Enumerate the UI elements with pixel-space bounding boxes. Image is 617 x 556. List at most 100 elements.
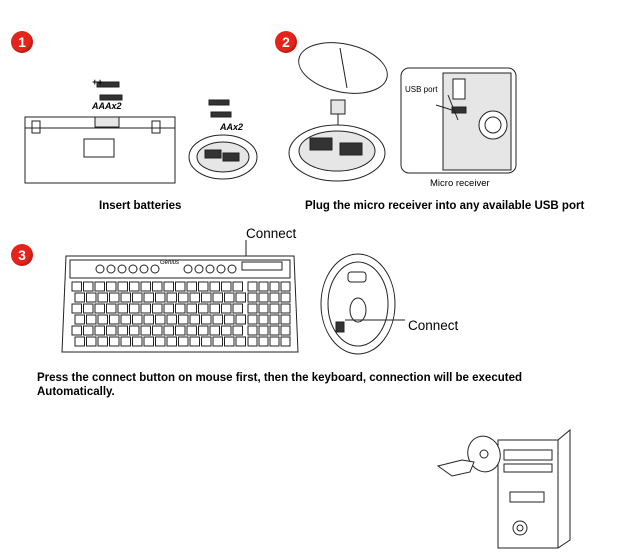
keyboard-key bbox=[144, 337, 154, 346]
keyboard-key bbox=[95, 326, 105, 335]
keyboard-key bbox=[176, 304, 186, 313]
keyboard-numpad-key bbox=[270, 326, 279, 335]
step-1-badge: 1 bbox=[11, 31, 33, 53]
keyboard-key bbox=[141, 304, 151, 313]
keyboard-key bbox=[75, 337, 85, 346]
keyboard-key bbox=[84, 326, 94, 335]
keyboard-key bbox=[233, 282, 243, 291]
mouse-connect-pointer bbox=[345, 318, 407, 324]
keyboard-key bbox=[141, 326, 151, 335]
keyboard-key bbox=[98, 337, 108, 346]
keyboard-numpad-key bbox=[248, 337, 257, 346]
keyboard-key bbox=[87, 315, 97, 324]
keyboard-numpad-key bbox=[281, 315, 290, 324]
keyboard-battery-illustration bbox=[22, 75, 182, 190]
keyboard-numpad-key bbox=[270, 282, 279, 291]
keyboard-key bbox=[236, 337, 246, 346]
keyboard-key bbox=[190, 337, 200, 346]
keyboard-hotkey bbox=[206, 265, 214, 273]
keyboard-key bbox=[236, 293, 246, 302]
keyboard-key bbox=[199, 304, 209, 313]
keyboard-key bbox=[222, 282, 232, 291]
keyboard-hotkey bbox=[140, 265, 148, 273]
keyboard-numpad-key bbox=[281, 282, 290, 291]
usb-port-label: USB port bbox=[405, 85, 437, 94]
keyboard-key bbox=[187, 282, 197, 291]
keyboard-numpad-key bbox=[259, 337, 268, 346]
keyboard-key bbox=[202, 337, 212, 346]
keyboard-battery-label: AAAx2 bbox=[92, 101, 122, 111]
keyboard-hotkey bbox=[118, 265, 126, 273]
keyboard-key bbox=[164, 326, 174, 335]
keyboard-key bbox=[233, 326, 243, 335]
keyboard-key bbox=[153, 326, 163, 335]
keyboard-key bbox=[167, 337, 177, 346]
keyboard-key bbox=[144, 315, 154, 324]
keyboard-key bbox=[75, 315, 85, 324]
keyboard-hotkey bbox=[184, 265, 192, 273]
keyboard-key bbox=[210, 326, 220, 335]
keyboard-key bbox=[153, 282, 163, 291]
keyboard-key bbox=[156, 293, 166, 302]
keyboard-hotkey bbox=[107, 265, 115, 273]
keyboard-numpad-key bbox=[281, 304, 290, 313]
keyboard-key bbox=[87, 337, 97, 346]
keyboard-key bbox=[164, 304, 174, 313]
keyboard-numpad-key bbox=[270, 337, 279, 346]
keyboard-numpad-key bbox=[259, 282, 268, 291]
keyboard-key bbox=[176, 326, 186, 335]
mouse-connect-label: Connect bbox=[408, 318, 458, 333]
keyboard-key bbox=[213, 315, 223, 324]
step-3-badge: 3 bbox=[11, 244, 33, 266]
keyboard-key bbox=[153, 304, 163, 313]
keyboard-hotkey bbox=[217, 265, 225, 273]
keyboard-key bbox=[118, 304, 128, 313]
keyboard-key bbox=[72, 326, 82, 335]
keyboard-key bbox=[225, 337, 235, 346]
keyboard-key bbox=[222, 326, 232, 335]
keyboard-numpad-key bbox=[248, 293, 257, 302]
pc-back-panel-illustration bbox=[398, 65, 520, 180]
keyboard-key bbox=[84, 282, 94, 291]
keyboard-key bbox=[107, 282, 117, 291]
keyboard-hotkey bbox=[195, 265, 203, 273]
keyboard-key bbox=[190, 293, 200, 302]
keyboard-key bbox=[98, 293, 108, 302]
keyboard-numpad-key bbox=[248, 304, 257, 313]
keyboard-key bbox=[84, 304, 94, 313]
keyboard-key bbox=[75, 293, 85, 302]
keyboard-key bbox=[121, 315, 131, 324]
keyboard-hotkey bbox=[151, 265, 159, 273]
micro-receiver-label: Micro receiver bbox=[430, 178, 490, 189]
keyboard-key bbox=[167, 293, 177, 302]
keyboard-numpad-key bbox=[259, 293, 268, 302]
keyboard-key bbox=[202, 315, 212, 324]
keyboard-hotkey bbox=[129, 265, 137, 273]
keyboard-key bbox=[144, 293, 154, 302]
keyboard-key bbox=[98, 315, 108, 324]
keyboard-key bbox=[130, 326, 140, 335]
keyboard-key bbox=[187, 304, 197, 313]
keyboard-numpad-key bbox=[259, 315, 268, 324]
keyboard-key bbox=[179, 315, 189, 324]
keyboard-key bbox=[202, 293, 212, 302]
keyboard-key bbox=[179, 337, 189, 346]
keyboard-key bbox=[133, 293, 143, 302]
step-2-caption: Plug the micro receiver into any availab… bbox=[305, 200, 584, 212]
keyboard-brand-label: Genius bbox=[160, 260, 179, 266]
keyboard-key bbox=[210, 304, 220, 313]
keyboard-key bbox=[156, 315, 166, 324]
keyboard-illustration bbox=[60, 252, 300, 357]
keyboard-key bbox=[118, 282, 128, 291]
keyboard-numpad-key bbox=[281, 337, 290, 346]
keyboard-key bbox=[121, 337, 131, 346]
keyboard-numpad-key bbox=[270, 315, 279, 324]
keyboard-battery-polarity-top: ++ bbox=[92, 77, 103, 87]
keyboard-connect-label: Connect bbox=[246, 226, 296, 241]
keyboard-key bbox=[222, 304, 232, 313]
keyboard-key bbox=[121, 293, 131, 302]
step-3-instruction-line-2: Automatically. bbox=[37, 386, 115, 398]
keyboard-key bbox=[199, 282, 209, 291]
keyboard-key bbox=[107, 326, 117, 335]
keyboard-key bbox=[164, 282, 174, 291]
